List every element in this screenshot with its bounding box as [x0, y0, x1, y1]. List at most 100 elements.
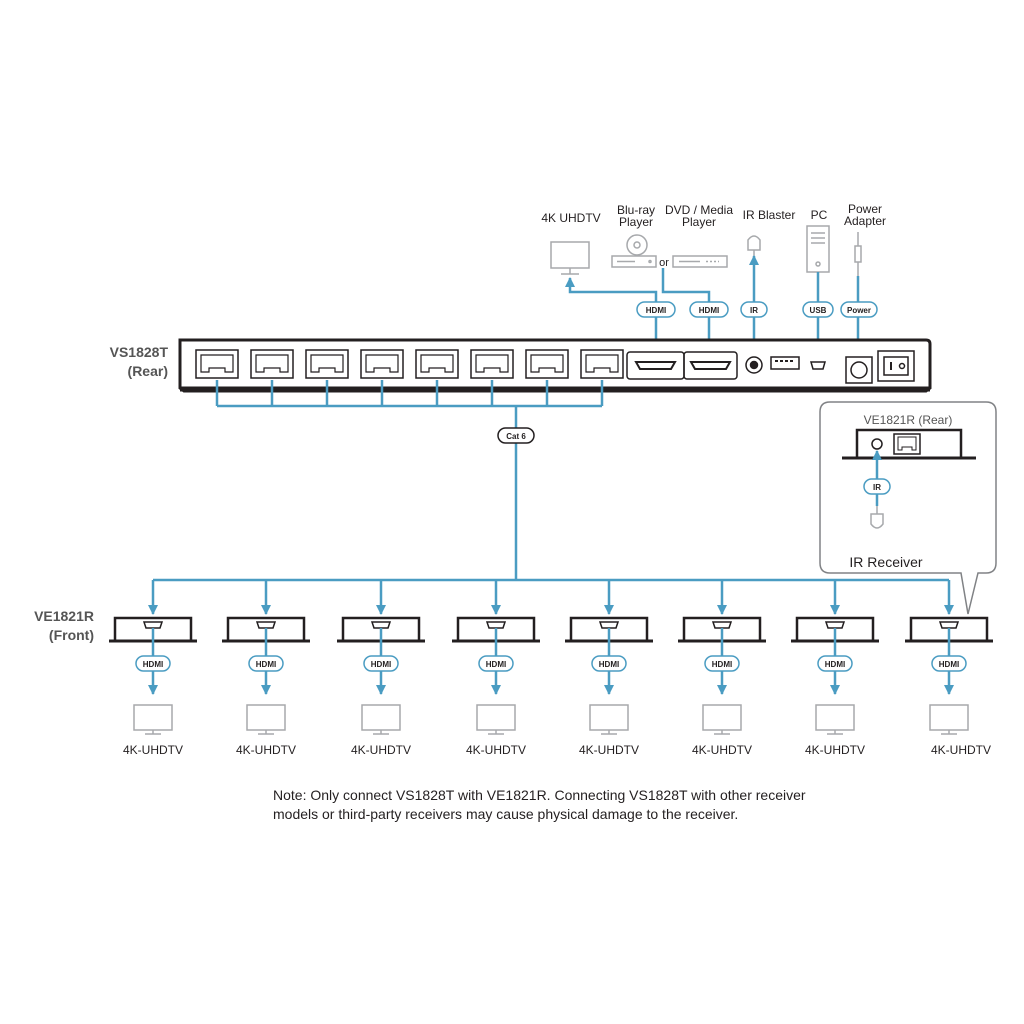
tv-icon: [702, 704, 742, 735]
hdmi-output-tag-pill: [817, 655, 853, 672]
hdmi-output-tag-8: HDMI: [939, 660, 959, 669]
ir-port: [745, 356, 763, 374]
hdmi-output-tag-pill: [363, 655, 399, 672]
hdmi-out-cable: [565, 277, 658, 355]
receiver-hdmi-port: [824, 621, 846, 629]
hdmi-output-tag-pill: [931, 655, 967, 672]
power-switch: [877, 350, 915, 382]
dvd-player-icon: [672, 255, 728, 268]
hdmi-output-tag-pill: [248, 655, 284, 672]
receiver-unit-2: HDMI 4K-UHDTV: [222, 580, 310, 757]
ir-receiver-tag: IR: [873, 483, 881, 492]
receiver-rj45-port: [893, 433, 921, 455]
tv-icon: [929, 704, 969, 735]
cat6-tag: Cat 6: [497, 427, 535, 444]
pc-icon: [806, 225, 830, 273]
receiver-hdmi-port: [938, 621, 960, 629]
usb-tag: USB: [810, 306, 827, 315]
receiver-view: (Front): [49, 627, 94, 643]
ir-blaster-label: IR Blaster: [743, 208, 796, 222]
receiver-rear-callout: VE1821R (Rear) IR IR Receiver: [819, 401, 997, 615]
receiver-unit-3: HDMI 4K-UHDTV: [337, 580, 425, 757]
tv-icon: [246, 704, 286, 735]
receiver-hdmi-port: [711, 621, 733, 629]
receiver-ir-port: [871, 438, 883, 450]
mini-usb-port: [810, 361, 826, 370]
hdmi-output-tag-1: HDMI: [143, 660, 163, 669]
transmitter-view: (Rear): [128, 363, 168, 379]
receiver-unit-5: HDMI 4K-UHDTV: [565, 580, 653, 757]
rj45-port-4: [360, 349, 404, 379]
rj45-port-7: [525, 349, 569, 379]
receiver-unit-8: HDMI 4K-UHDTV: [905, 580, 993, 757]
hdmi-in-cable: [661, 268, 714, 353]
receiver-hdmi-port: [485, 621, 507, 629]
display-label-5: 4K-UHDTV: [579, 743, 639, 757]
display-label-7: 4K-UHDTV: [805, 743, 865, 757]
compatibility-note: Note: Only connect VS1828T with VE1821R.…: [273, 786, 893, 824]
display-label-4: 4K-UHDTV: [466, 743, 526, 757]
hdmi-input-port: [683, 351, 738, 380]
note-line-2: models or third-party receivers may caus…: [273, 806, 739, 822]
hdmi-output-tag-3: HDMI: [371, 660, 391, 669]
source-labels: 4K UHDTV Blu-ray Player DVD / Media Play…: [541, 202, 886, 269]
transmitter-model: VS1828T: [110, 344, 169, 360]
power-adapter-label-line2: Adapter: [844, 214, 886, 228]
rj45-port-1: [195, 349, 239, 379]
hdmi-out-tag: HDMI: [646, 306, 666, 315]
tv-icon: [550, 241, 590, 275]
display-label-1: 4K-UHDTV: [123, 743, 183, 757]
receiver-hdmi-port: [255, 621, 277, 629]
receiver-rear-title: VE1821R (Rear): [864, 413, 953, 427]
tv-icon: [133, 704, 173, 735]
tv-icon: [361, 704, 401, 735]
receiver-row: HDMI 4K-UHDTV HDMI 4K-UHDTV HDMI 4K-UHDTV HDMI…: [109, 580, 993, 757]
rj45-port-2: [250, 349, 294, 379]
bluray-label-line1: Blu-ray: [617, 203, 655, 217]
rj45-port-3: [305, 349, 349, 379]
dvd-label-line2: Player: [682, 215, 716, 229]
display-label-8: 4K-UHDTV: [931, 743, 991, 757]
power-adapter-icon: [854, 232, 862, 276]
power-tag: Power: [847, 306, 871, 315]
note-line-1: Note: Only connect VS1828T with VE1821R.…: [273, 787, 806, 803]
tv-source-label: 4K UHDTV: [541, 211, 600, 225]
rj45-port-row: [195, 349, 624, 379]
receiver-label: VE1821R (Front): [34, 608, 94, 643]
receiver-hdmi-port: [598, 621, 620, 629]
receiver-hdmi-port: [142, 621, 164, 629]
receiver-unit-4: HDMI 4K-UHDTV: [452, 580, 540, 757]
hdmi-output-tag-pill: [478, 655, 514, 672]
cat6-tag-text: Cat 6: [506, 432, 526, 441]
rj45-port-6: [470, 349, 514, 379]
transmitter-io-ports: [626, 350, 915, 384]
display-label-2: 4K-UHDTV: [236, 743, 296, 757]
hdmi-output-tag-4: HDMI: [486, 660, 506, 669]
display-label-3: 4K-UHDTV: [351, 743, 411, 757]
hdmi-output-tag-7: HDMI: [825, 660, 845, 669]
dc-power-port: [845, 356, 873, 384]
hdmi-output-tag-pill: [135, 655, 171, 672]
hdmi-in-tag: HDMI: [699, 306, 719, 315]
receiver-hdmi-port: [370, 621, 392, 629]
receiver-unit-1: HDMI 4K-UHDTV: [109, 580, 197, 757]
ir-receiver-icon: [870, 506, 884, 529]
receiver-model: VE1821R: [34, 608, 94, 624]
usb-a-port: [770, 356, 800, 370]
hdmi-output-tag-5: HDMI: [599, 660, 619, 669]
or-label: or: [659, 257, 669, 269]
rj45-port-8: [580, 349, 624, 379]
hdmi-output-tag-pill: [591, 655, 627, 672]
tv-icon: [589, 704, 629, 735]
tv-icon: [476, 704, 516, 735]
hdmi-output-tag-2: HDMI: [256, 660, 276, 669]
tv-icon: [815, 704, 855, 735]
ir-tag: IR: [750, 306, 758, 315]
display-label-6: 4K-UHDTV: [692, 743, 752, 757]
bluray-label-line2: Player: [619, 215, 653, 229]
receiver-unit-7: HDMI 4K-UHDTV: [791, 580, 879, 757]
rj45-port-5: [415, 349, 459, 379]
power-adapter-label-line1: Power: [848, 202, 882, 216]
